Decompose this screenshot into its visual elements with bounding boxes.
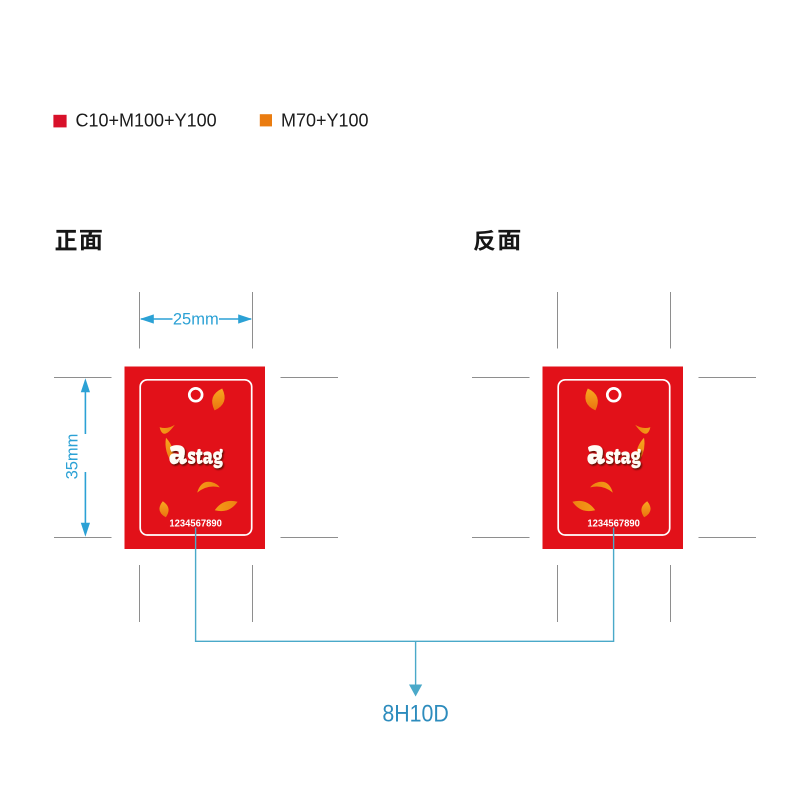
svg-text:35mm: 35mm — [64, 434, 82, 480]
svg-text:M70+Y100: M70+Y100 — [281, 111, 369, 131]
svg-text:1234567890: 1234567890 — [169, 517, 222, 529]
svg-text:8H10D: 8H10D — [382, 701, 449, 728]
svg-text:1234567890: 1234567890 — [587, 517, 640, 529]
svg-text:C10+M100+Y100: C10+M100+Y100 — [76, 111, 217, 131]
svg-text:25mm: 25mm — [173, 311, 219, 329]
